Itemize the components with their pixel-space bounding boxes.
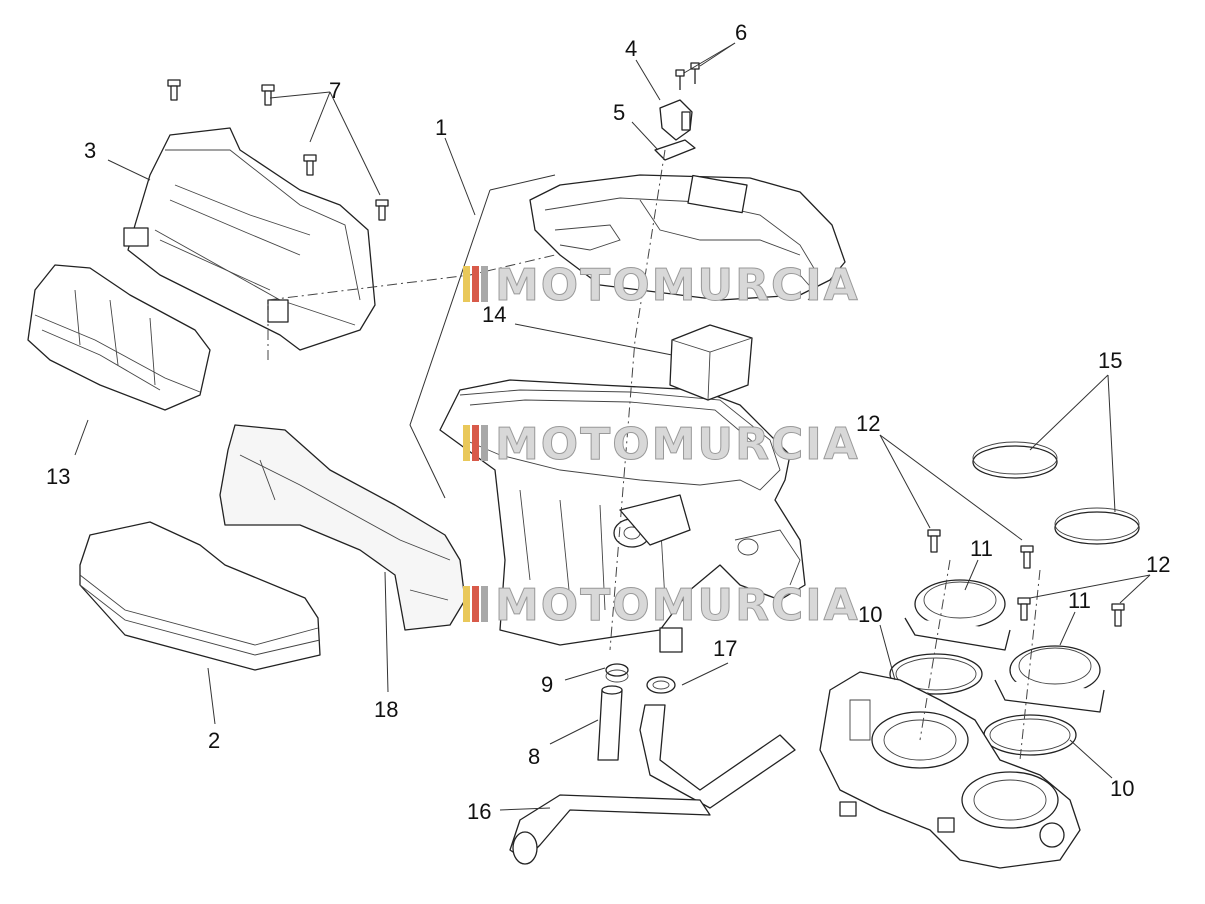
part-18-guide-plate	[219, 424, 466, 631]
watermark-stripe-2	[472, 266, 479, 302]
callout-label: 1	[435, 115, 447, 140]
part-10-o-ring-b	[983, 714, 1077, 756]
part-11-intake-manifold-a	[904, 579, 1011, 651]
part-13-intake-funnel	[27, 264, 211, 411]
callout-label: 4	[625, 36, 637, 61]
watermark-stripe-1	[463, 266, 470, 302]
callout-label: 13	[46, 464, 70, 489]
callout-labels: 1 2 3 4 5 6 7 8 9 10 10 11 11 12 12 13 1…	[46, 20, 1170, 824]
callout-label: 3	[84, 138, 96, 163]
watermark-stripe-2	[472, 425, 479, 461]
leader-lines	[74, 42, 1151, 811]
watermark-stripe-3	[481, 425, 488, 461]
watermark-text: MOTOMURCIA	[495, 419, 860, 470]
watermark-middle: MOTOMURCIA	[463, 419, 860, 471]
watermark-stripe-1	[463, 586, 470, 622]
part-14-filter-block	[669, 324, 753, 401]
callout-label: 6	[735, 20, 747, 45]
watermark-stripe-3	[481, 266, 488, 302]
part-1-airbox-housing	[439, 379, 806, 653]
callout-label: 11	[970, 536, 993, 561]
callout-label: 10	[1110, 776, 1134, 801]
callout-label: 2	[208, 728, 220, 753]
watermark-stripe-3	[481, 586, 488, 622]
callout-label: 17	[713, 636, 737, 661]
part-12-screws	[927, 529, 1125, 627]
part-9-clamp	[605, 663, 629, 683]
part-11-intake-manifold-b	[994, 645, 1105, 713]
callout-label: 10	[858, 602, 882, 627]
callout-label: 8	[528, 744, 540, 769]
part-4-sensor	[659, 99, 693, 141]
part-5-gasket	[654, 139, 696, 161]
callout-label: 9	[541, 672, 553, 697]
callout-label: 12	[1146, 552, 1170, 577]
callout-label: 11	[1068, 588, 1091, 613]
watermark-stripe-2	[472, 586, 479, 622]
part-16-breather-hose	[509, 704, 796, 865]
callout-label: 12	[856, 411, 880, 436]
part-7-screws	[167, 79, 389, 221]
part-15-bands	[972, 441, 1140, 545]
callout-label: 16	[467, 799, 491, 824]
throttle-body	[819, 671, 1081, 869]
callout-label: 14	[482, 302, 506, 327]
part-17-clamp	[646, 676, 676, 694]
callout-label: 18	[374, 697, 398, 722]
part-10-o-ring-a	[889, 653, 983, 695]
watermark-text: MOTOMURCIA	[495, 580, 860, 631]
watermark-text: MOTOMURCIA	[495, 260, 860, 311]
watermark-bottom: MOTOMURCIA	[463, 580, 860, 632]
part-6-screws	[675, 62, 700, 90]
watermark-stripe-1	[463, 425, 470, 461]
part-1-airbox-lid	[529, 174, 846, 301]
part-8-drain-tube	[597, 685, 623, 761]
callout-label: 7	[329, 78, 341, 103]
callout-label: 5	[613, 100, 625, 125]
part-2-air-filter	[79, 521, 321, 671]
callout-label: 15	[1098, 348, 1122, 373]
watermark-top: MOTOMURCIA	[463, 260, 860, 312]
